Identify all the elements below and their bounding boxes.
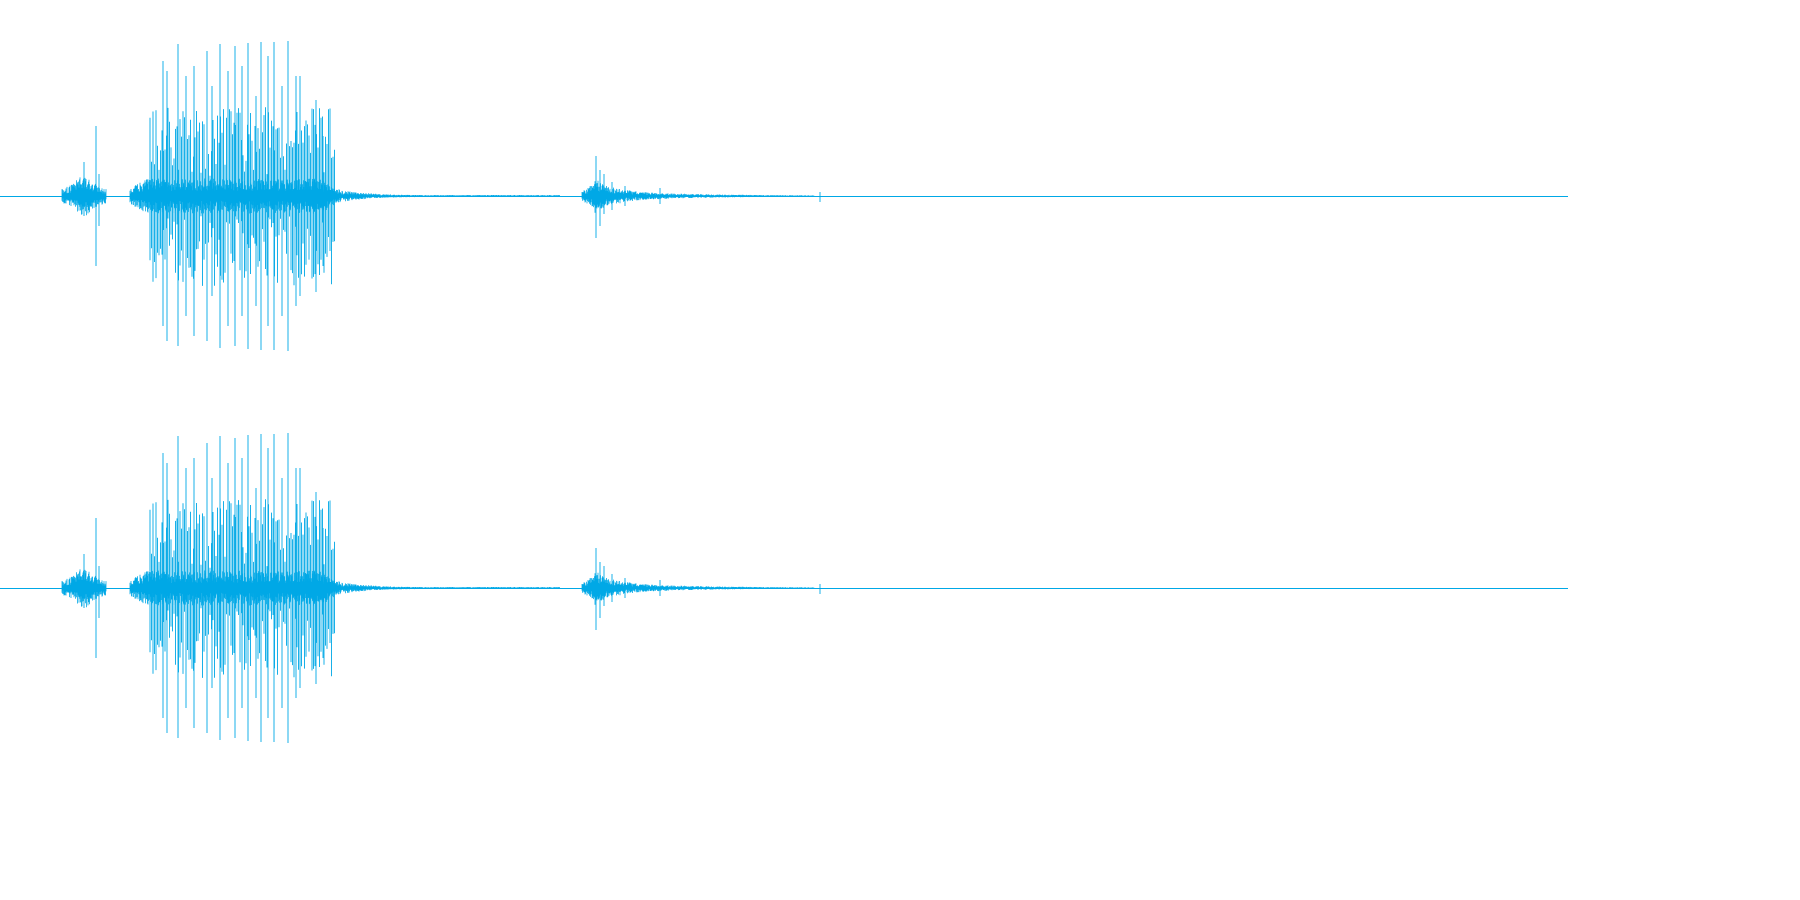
left-channel: [0, 41, 1568, 351]
waveform-peaks: [83, 41, 821, 351]
waveform-body: [61, 177, 815, 216]
waveform-view: [0, 41, 1568, 743]
right-channel: [0, 433, 1568, 743]
waveform-canvas: [0, 41, 1568, 743]
waveform-peaks: [83, 433, 821, 743]
waveform-body: [61, 569, 815, 608]
